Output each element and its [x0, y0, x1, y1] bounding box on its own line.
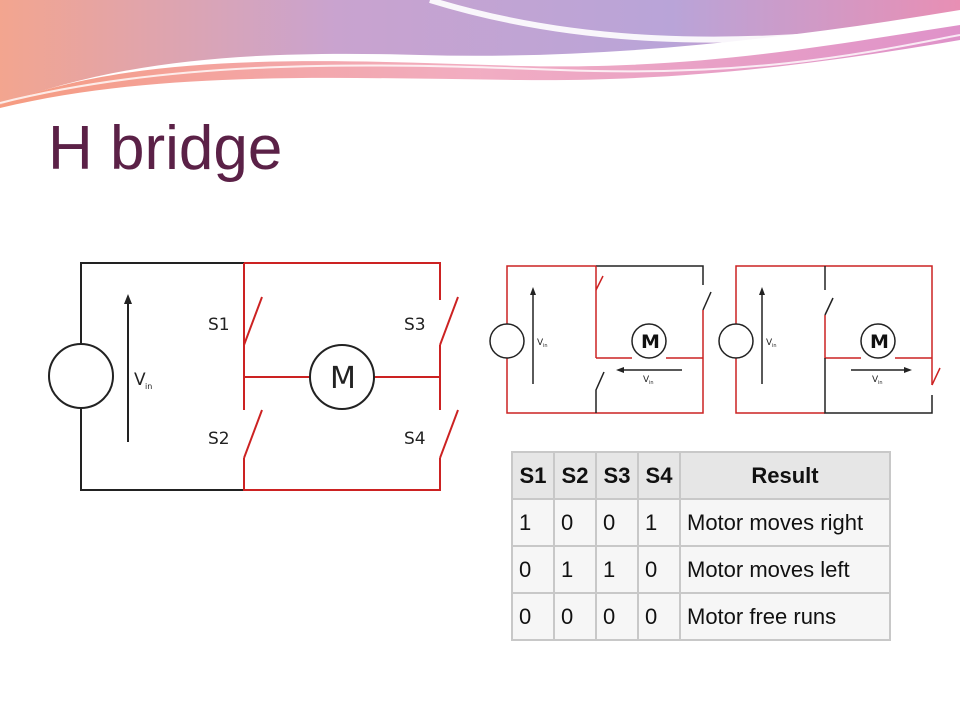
small-right-current-subscript: in	[878, 380, 883, 386]
table-cell: 1	[595, 545, 639, 594]
small-left-current-label: V	[643, 375, 650, 385]
table-cell: 1	[637, 498, 681, 547]
table-cell: 0	[637, 592, 681, 641]
header-s2: S2	[553, 451, 597, 500]
decorative-banner	[0, 0, 960, 108]
voltage-label: V	[134, 370, 146, 390]
small-left-motor-label: M	[641, 331, 660, 353]
small-right-voltage-label: V	[766, 338, 773, 348]
table-cell: 0	[595, 498, 639, 547]
switch-label-s2: S2	[208, 429, 230, 449]
truth-table: S1 S2 S3 S4 Result 1 0 0 1 Motor moves r…	[511, 451, 891, 641]
header-s4: S4	[637, 451, 681, 500]
small-left-voltage-subscript: in	[543, 343, 548, 349]
table-cell: 0	[637, 545, 681, 594]
table-cell-result: Motor free runs	[679, 592, 891, 641]
table-cell: 0	[553, 498, 597, 547]
small-left-current-subscript: in	[649, 380, 654, 386]
table-cell: 0	[511, 545, 555, 594]
voltage-source-symbol	[48, 343, 114, 409]
table-cell: 0	[553, 592, 597, 641]
switch-label-s4: S4	[404, 429, 426, 449]
small-right-motor-label: M	[870, 331, 889, 353]
table-cell: 0	[511, 592, 555, 641]
voltage-subscript: in	[145, 382, 152, 391]
table-cell-result: Motor moves right	[679, 498, 891, 547]
small-right-voltage-subscript: in	[772, 343, 777, 349]
small-circuit-left	[489, 265, 712, 414]
table-header-row: S1 S2 S3 S4 Result	[511, 451, 891, 500]
table-row: 0 1 1 0 Motor moves left	[511, 545, 891, 594]
header-s3: S3	[595, 451, 639, 500]
main-h-bridge-circuit	[48, 262, 459, 491]
table-row: 0 0 0 0 Motor free runs	[511, 592, 891, 641]
table-cell: 0	[595, 592, 639, 641]
slide-title: H bridge	[48, 114, 283, 183]
switch-label-s1: S1	[208, 315, 230, 335]
motor-symbol	[309, 344, 375, 410]
switch-label-s3: S3	[404, 315, 426, 335]
small-right-current-label: V	[872, 375, 879, 385]
motor-label: M	[330, 361, 356, 396]
header-result: Result	[679, 451, 891, 500]
small-left-voltage-label: V	[537, 338, 544, 348]
table-row: 1 0 0 1 Motor moves right	[511, 498, 891, 547]
small-circuit-right	[718, 265, 941, 414]
table-cell-result: Motor moves left	[679, 545, 891, 594]
header-s1: S1	[511, 451, 555, 500]
table-cell: 1	[511, 498, 555, 547]
table-cell: 1	[553, 545, 597, 594]
